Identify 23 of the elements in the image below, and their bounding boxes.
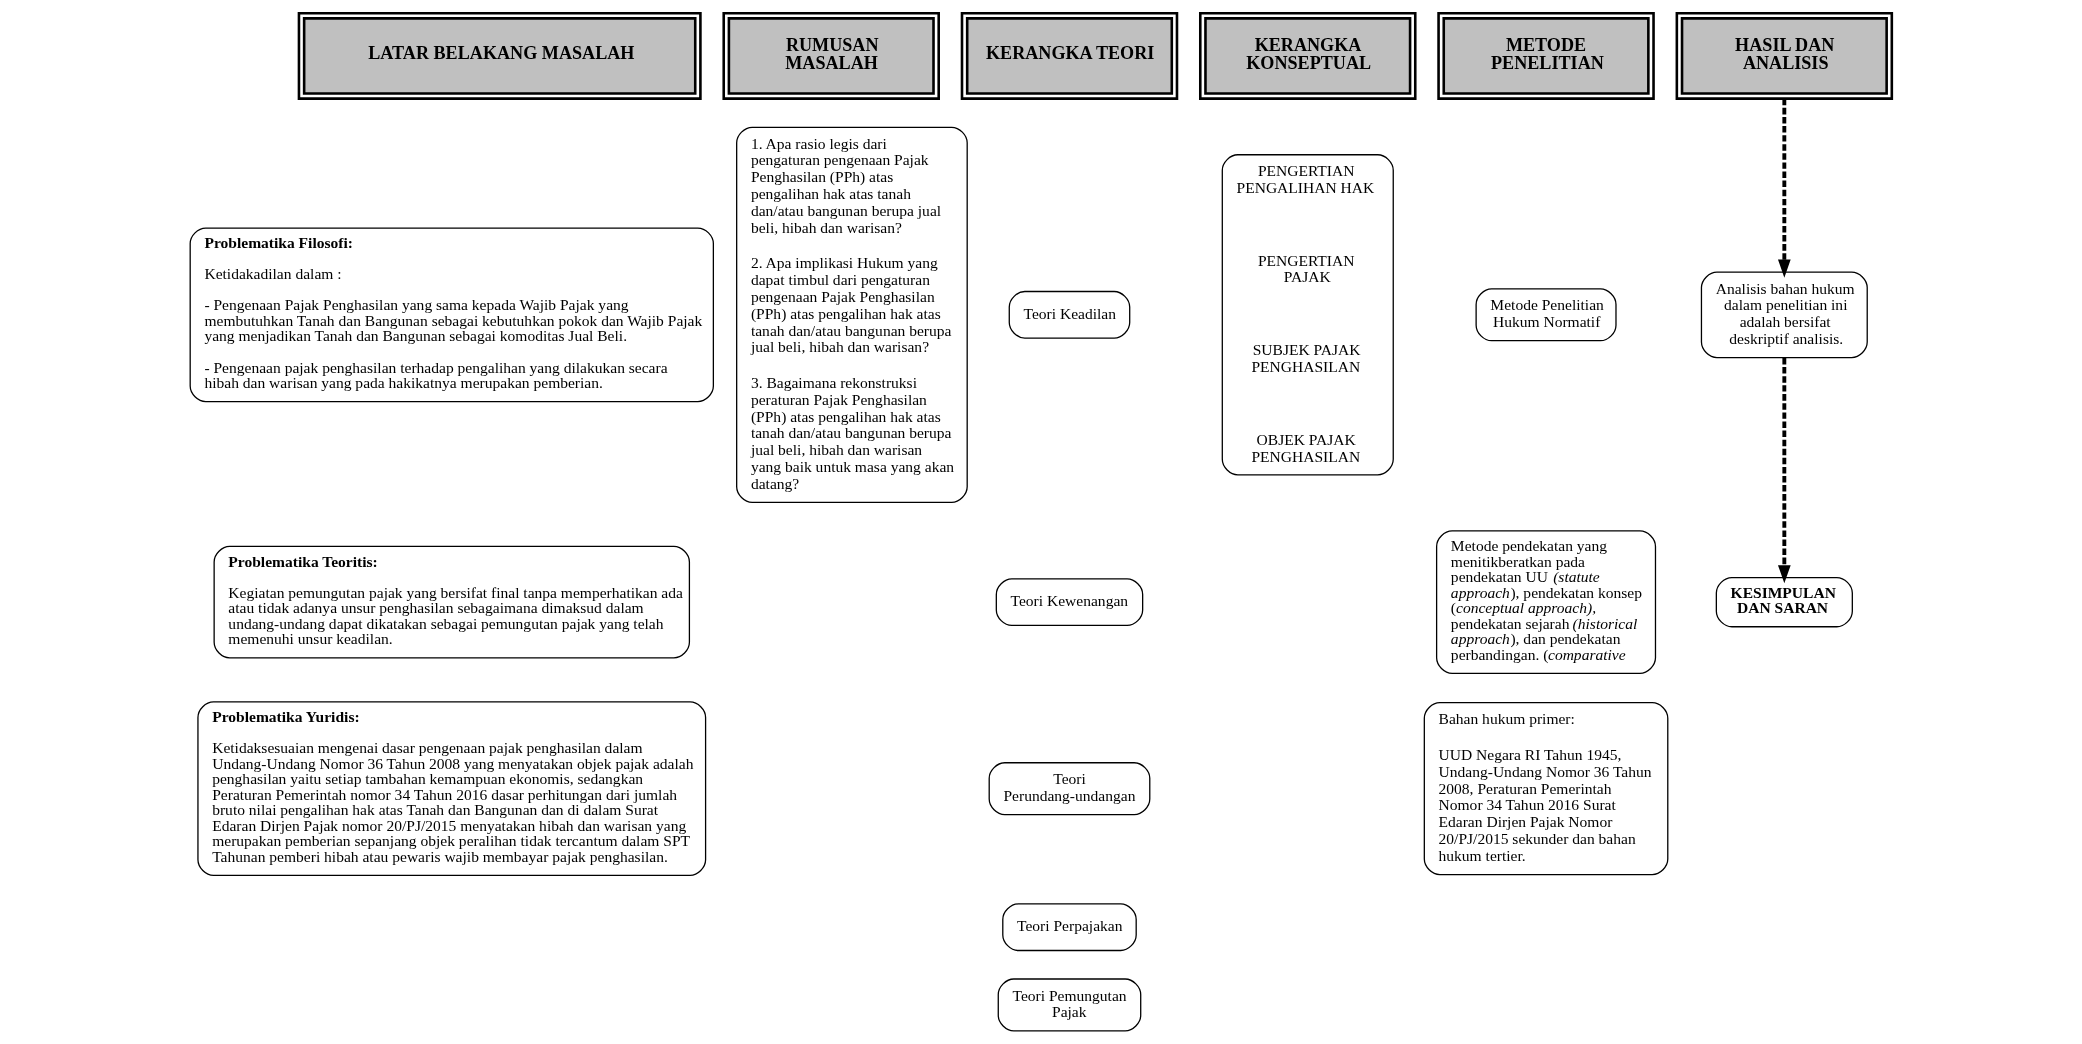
node-box: Bahan hukum primer: UUD Negara RI Tahun 1945, Undang-Undang Nomor 36 Tahun 2008, Peraturan Pemerintah Nomor 34 Tahun 2016 Surat Edaran Dirjen Pajak Nomor 20/PJ/2015 sekunder dan bahan hukum tertier. — [1423, 702, 1669, 876]
node-box: KERANGKA TEORI — [960, 11, 1179, 100]
node-box: Metode pendekatan yang menitikberatkan pada pendekatan UU (statute approach), pendekatan konsep (conceptual approach), pendekatan sejarah (historical approach), dan pendekatan perbandingan. (comparative — [1435, 530, 1657, 675]
node-box: Problematika Teoritis: Kegiatan pemungutan pajak yang bersifat final tanpa memperhatikan ada atau tidak adanya unsur penghasilan sebagaimana dimaksud dalam undang-undang dapat dikatakan sebagai pemungutan pajak yang telah memenuhi unsur keadilan. — [213, 545, 691, 659]
node-box: 1. Apa rasio legis dari pengaturan pengenaan Pajak Penghasilan (PPh) atas pengalihan hak atas tanah dan/atau bangunan berupa jual beli, hibah dan warisan? 2. Apa implikasi Hukum yang dapat timbul dari pengaturan pengenaan Pajak Penghasilan (PPh) atas pengalihan hak atas tanah dan/atau bangunan berupa jual beli, hibah dan warisan? 3. Bagaimana rekonstruksi peraturan Pajak Penghasilan (PPh) atas pengalihan hak atas tanah dan/atau bangunan berupa jual beli, hibah dan warisan yang baik untuk masa yang akan datang? — [736, 126, 968, 503]
node-box: Teori Keadilan — [1008, 290, 1131, 339]
node-box: Teori Kewenangan — [995, 578, 1144, 627]
arrow — [1777, 358, 1791, 584]
node-box: KERANGKA KONSEPTUAL — [1199, 11, 1417, 100]
arrow — [1777, 98, 1791, 278]
node-box: METODE PENELITIAN — [1437, 11, 1655, 100]
node-box: Teori Perundang-undangan — [988, 762, 1151, 816]
node-box: Teori Pemungutan Pajak — [997, 978, 1142, 1032]
node-box: Problematika Filosofi: Ketidakadilan dalam : - Pengenaan Pajak Penghasilan yang sama kepada Wajib Pajak yang membutuhkan Tanah dan Bangunan sebagai kebutuhkan pokok dan Wajib Pajak yang menjadikan Tanah dan Bangunan sebagai komoditas Jual Beli. - Pengenaan pajak penghasilan terhadap pengalihan yang dilakukan secara hibah dan warisan yang pada hakikatnya merupakan pemberian. — [189, 227, 714, 403]
node-box: LATAR BELAKANG MASALAH — [297, 11, 702, 100]
node-box: Analisis bahan hukum dalam penelitian ini adalah bersifat deskriptif analisis. — [1700, 271, 1868, 359]
node-box: RUMUSAN MASALAH — [722, 11, 940, 100]
node-box: Problematika Yuridis: Ketidaksesuaian mengenai dasar pengenaan pajak penghasilan dalam Undang-Undang Nomor 36 Tahun 2008 yang menyatakan objek pajak adalah penghasilan yaitu setiap tambahan kemampuan ekonomis, sedangkan Peraturan Pemerintah nomor 34 Tahun 2016 dasar perhitungan dari jumlah bruto nilai pengalihan hak atas Tanah dan Bangunan dan di dalam Surat Edaran Dirjen Pajak nomor 20/PJ/2015 menyatakan hibah dan warisan yang merupakan pemberian sepanjang objek peralihan tidak tercantum dalam SPT Tahunan pemberi hibah atau pewaris wajib membayar pajak penghasilan. — [197, 701, 707, 877]
node-box: PENGERTIAN PENGALIHAN HAK PENGERTIAN PAJAK SUBJEK PAJAK PENGHASILAN OBJEK PAJAK PENGHASILAN — [1221, 154, 1394, 476]
node-box: HASIL DAN ANALISIS — [1675, 11, 1894, 100]
node-box: Metode Penelitian Hukum Normatif — [1475, 288, 1617, 342]
node-box: Teori Perpajakan — [1002, 903, 1137, 952]
node-box: KESIMPULAN DAN SARAN — [1715, 576, 1853, 628]
